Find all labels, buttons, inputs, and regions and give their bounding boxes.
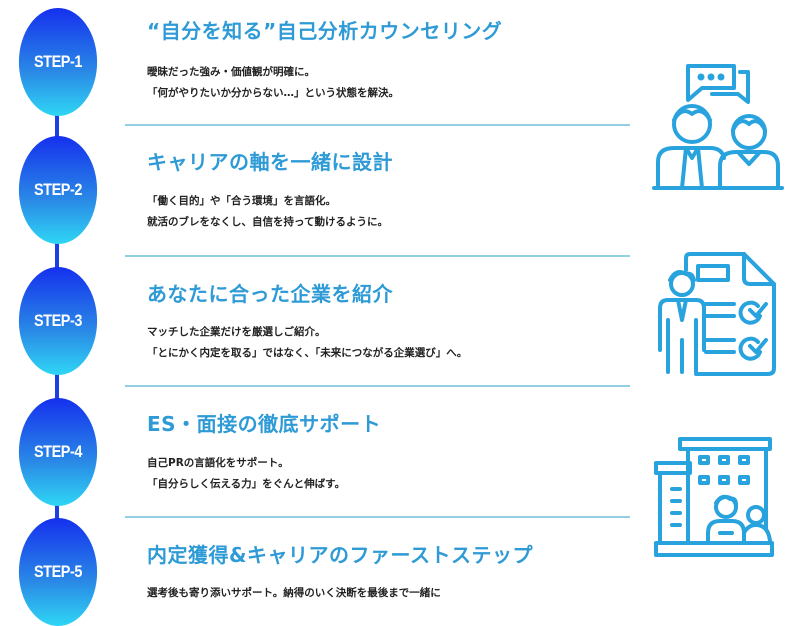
description-line: 就活のブレをなくし、自信を持って動けるように。 xyxy=(147,216,388,228)
description-line: 「とにかく内定を取る」ではなく、「未来につながる企業選び」へ。 xyxy=(147,347,468,359)
step-3-description: マッチした企業だけを厳選しご紹介。 「とにかく内定を取る」ではなく、「未来につな… xyxy=(147,322,467,364)
divider xyxy=(125,516,630,518)
step-5-description: 選考後も寄り添いサポート。納得のいく決断を最後まで一緒に xyxy=(147,583,441,604)
divider xyxy=(125,124,630,126)
description-line: 「何がやりたいか分からない…」という状態を解決。 xyxy=(147,87,399,99)
step-4-badge: STEP-4 xyxy=(18,398,98,506)
company-building-icon xyxy=(652,437,776,559)
candidate-checklist-icon xyxy=(652,250,778,378)
step-4-description: 自己PRの言語化をサポート。 「自分らしく伝える力」をぐんと伸ばす。 xyxy=(147,453,345,495)
step-3-badge: STEP-3 xyxy=(18,267,98,375)
step-4-title: ES・面接の徹底サポート xyxy=(147,412,382,436)
step-2-title: キャリアの軸を一緒に設計 xyxy=(147,150,393,174)
description-line: 自己PRの言語化をサポート。 xyxy=(147,457,289,469)
description-line: 選考後も寄り添いサポート。納得のいく決断を最後まで一緒に xyxy=(147,587,441,599)
counseling-people-icon xyxy=(652,62,784,192)
description-line: 「自分らしく伝える力」をぐんと伸ばす。 xyxy=(147,478,346,490)
step-1-description: 曖昧だった強み・価値観が明確に。 「何がやりたいか分からない…」という状態を解決… xyxy=(147,62,399,104)
divider xyxy=(125,255,630,257)
divider xyxy=(125,385,630,387)
step-2-description: 「働く目的」や「合う環境」を言語化。 就活のブレをなくし、自信を持って動けるよう… xyxy=(147,191,388,233)
step-5-badge: STEP-5 xyxy=(18,518,98,626)
step-1-title: “自分を知る”自己分析カウンセリング xyxy=(147,19,503,43)
step-1-badge: STEP-1 xyxy=(18,8,98,116)
description-line: 「働く目的」や「合う環境」を言語化。 xyxy=(147,195,336,207)
step-5-title: 内定獲得&キャリアのファーストステップ xyxy=(147,543,533,567)
step-3-title: あなたに合った企業を紹介 xyxy=(147,282,393,306)
step-2-badge: STEP-2 xyxy=(18,136,98,244)
description-line: 曖昧だった強み・価値観が明確に。 xyxy=(147,66,315,78)
description-line: マッチした企業だけを厳選しご紹介。 xyxy=(147,326,326,338)
